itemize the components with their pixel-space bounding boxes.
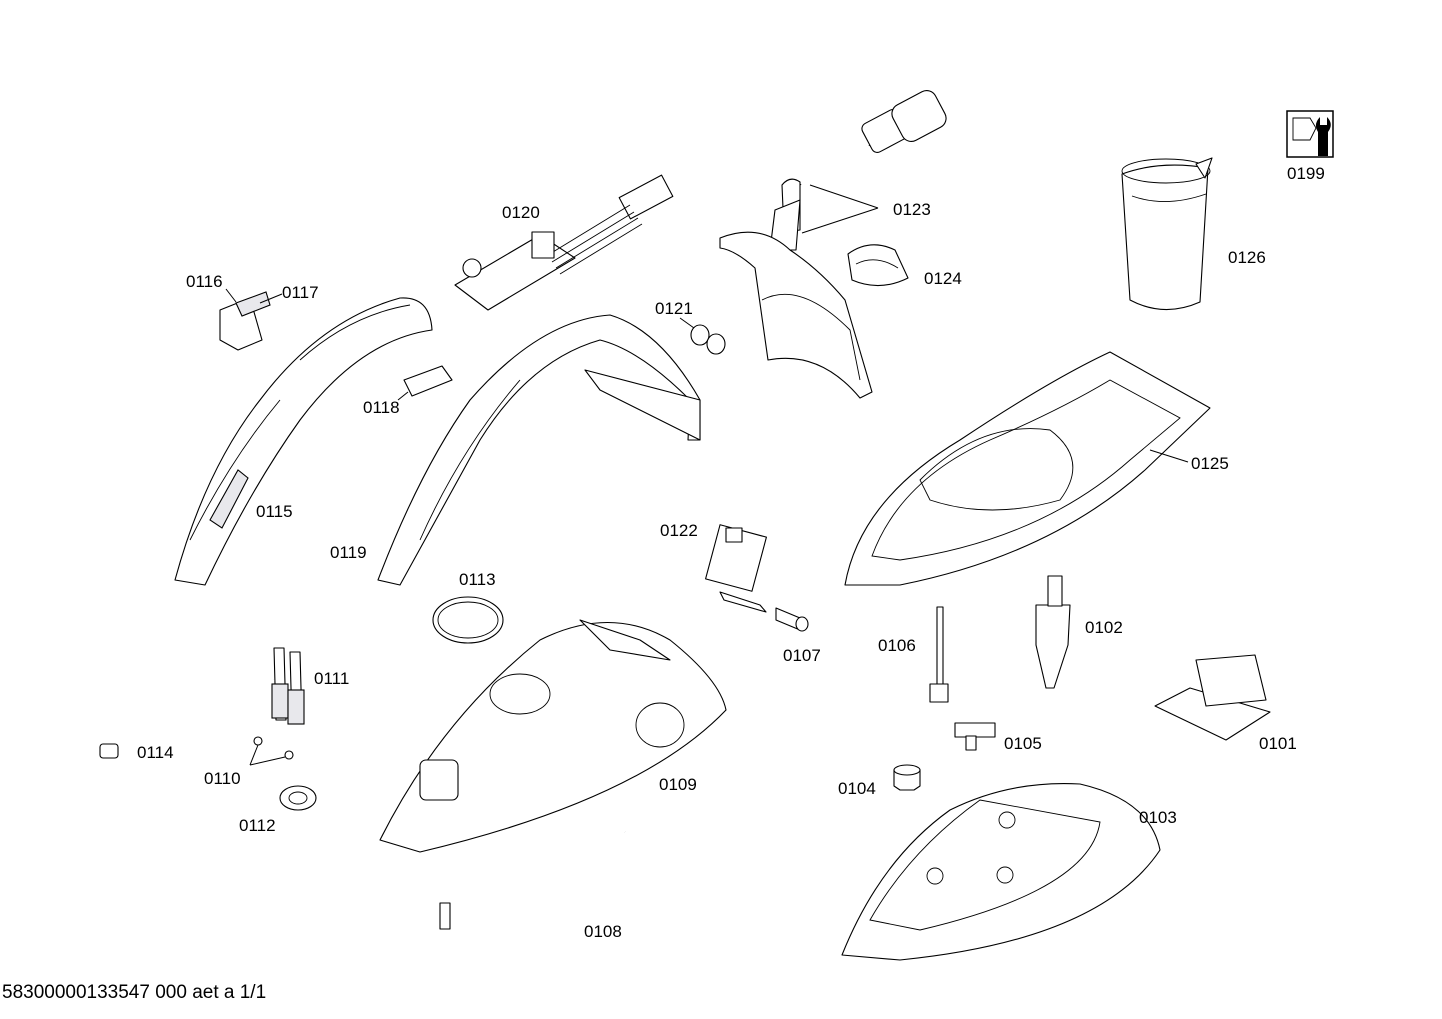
label-0107: 0107 bbox=[783, 646, 821, 665]
part-0108-steam-tube bbox=[439, 830, 642, 930]
part-0111-pump-pistons bbox=[271, 647, 305, 725]
part-0103-soleplate bbox=[841, 783, 1161, 961]
label-0123: 0123 bbox=[893, 200, 931, 219]
label-0115: 0115 bbox=[256, 502, 293, 521]
document-id-footer: 58300000133547 000 aet a 1/1 bbox=[2, 982, 267, 1003]
part-0125-base-frame bbox=[844, 351, 1211, 586]
part-0119-rear-housing bbox=[377, 314, 701, 586]
label-0122: 0122 bbox=[660, 521, 698, 540]
leader-0123-b bbox=[809, 184, 879, 209]
label-0104: 0104 bbox=[838, 779, 876, 798]
label-0101: 0101 bbox=[1259, 734, 1297, 753]
part-0105-thermal-fuse bbox=[954, 722, 996, 751]
leader-0123-a bbox=[801, 207, 879, 234]
label-0119: 0119 bbox=[330, 543, 367, 562]
label-0105: 0105 bbox=[1004, 734, 1042, 753]
label-0118: 0118 bbox=[363, 398, 400, 417]
label-0112: 0112 bbox=[239, 816, 276, 835]
label-0121: 0121 bbox=[655, 299, 693, 318]
label-0103: 0103 bbox=[1139, 808, 1177, 827]
label-0113: 0113 bbox=[459, 570, 496, 589]
part-0121-connector bbox=[679, 317, 726, 355]
label-0117: 0117 bbox=[282, 283, 319, 302]
part-0112-o-ring bbox=[279, 785, 317, 811]
label-0199: 0199 bbox=[1287, 164, 1325, 183]
part-0109-water-tank bbox=[379, 619, 727, 853]
part-0122-valve bbox=[705, 524, 767, 613]
part-0199-service-icon bbox=[1286, 110, 1334, 158]
part-0120-electronic-board bbox=[454, 174, 674, 311]
part-0123-power-cord bbox=[719, 90, 947, 399]
part-0106-pin bbox=[929, 606, 949, 703]
part-0126-water-cup bbox=[1121, 157, 1213, 311]
label-0106: 0106 bbox=[878, 636, 916, 655]
label-0120: 0120 bbox=[502, 203, 540, 222]
label-0126: 0126 bbox=[1228, 248, 1266, 267]
label-0125: 0125 bbox=[1191, 454, 1229, 473]
label-0124: 0124 bbox=[924, 269, 962, 288]
part-0101-connector-block bbox=[1154, 654, 1271, 741]
label-0110: 0110 bbox=[204, 769, 241, 788]
part-0113-seal-ring bbox=[432, 596, 504, 644]
label-0114: 0114 bbox=[137, 743, 174, 762]
part-0102-thermostat bbox=[1035, 575, 1071, 689]
part-0118-switch bbox=[397, 365, 453, 401]
part-0124-cover-cap bbox=[847, 244, 909, 287]
label-0111: 0111 bbox=[314, 669, 350, 688]
label-0102: 0102 bbox=[1085, 618, 1123, 637]
label-0109: 0109 bbox=[659, 775, 697, 794]
part-0114-tube bbox=[99, 679, 275, 759]
part-0116-0117-selector bbox=[219, 288, 283, 351]
part-0107-nozzle bbox=[775, 607, 809, 632]
label-0108: 0108 bbox=[584, 922, 622, 941]
label-0116: 0116 bbox=[186, 272, 223, 291]
part-0115-handle bbox=[174, 297, 433, 586]
part-0110-balls bbox=[249, 736, 294, 766]
part-0104-plug bbox=[893, 764, 921, 791]
